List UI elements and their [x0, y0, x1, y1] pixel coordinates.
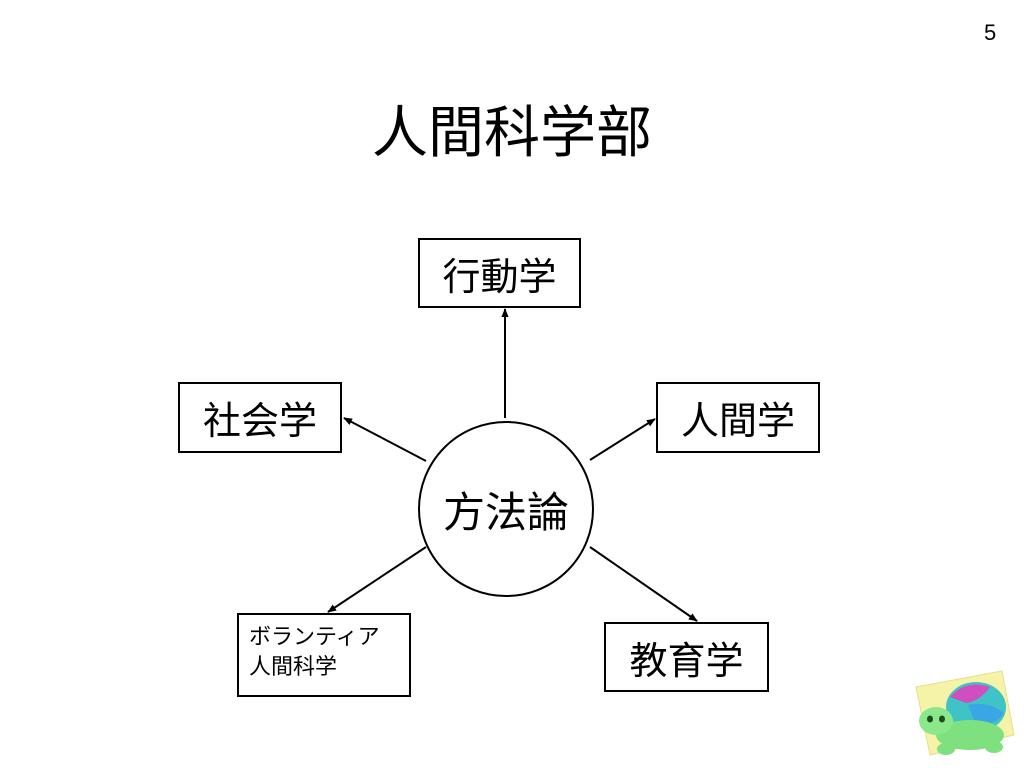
center-node: 方法論 — [418, 421, 594, 597]
arrow-to-left — [343, 417, 427, 462]
node-bottom-right-label: 教育学 — [629, 638, 744, 683]
node-left-label: 社会学 — [202, 399, 317, 443]
node-top-label: 行動学 — [442, 254, 557, 299]
node-bottom-right: 教育学 — [604, 622, 769, 692]
page-number: 5 — [984, 20, 997, 45]
arrow-to-bottom-right — [589, 546, 698, 622]
center-node-label: 方法論 — [442, 487, 569, 537]
node-left: 社会学 — [178, 382, 342, 453]
node-bottom-left: ボランティア 人間科学 — [237, 613, 411, 697]
node-top: 行動学 — [418, 238, 581, 308]
arrow-to-bottom-left — [327, 546, 427, 613]
turtle-mascot-icon — [915, 670, 1015, 756]
node-right: 人間学 — [656, 382, 820, 453]
node-bottom-left-line1: ボランティア — [249, 625, 380, 650]
slide-title: 人間科学部 — [372, 101, 652, 166]
node-bottom-left-line2: 人間科学 — [249, 655, 338, 680]
node-right-label: 人間学 — [680, 399, 795, 443]
arrow-to-right — [589, 418, 656, 461]
